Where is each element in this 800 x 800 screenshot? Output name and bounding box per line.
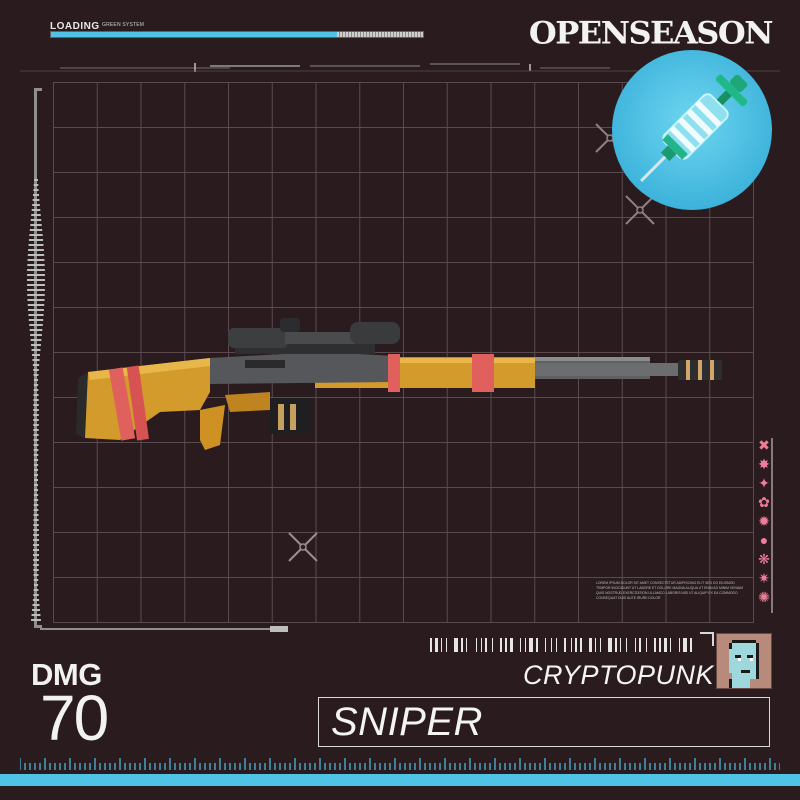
chevron-star-icon: ✷ (758, 570, 770, 586)
cross-mark-icon (288, 532, 318, 562)
cog-icon: ✹ (758, 513, 770, 529)
brand-title: OPENSEASON (528, 14, 774, 52)
fine-print-text: LOREM IPSUM DOLOR SIT AMET CONSECTETUR A… (596, 581, 743, 600)
dot-icon: ● (759, 532, 769, 548)
side-bracket (765, 438, 773, 613)
sniper-rifle-image (76, 318, 722, 450)
gear-flower-icon: ✿ (758, 494, 770, 510)
bottom-accent-bar (0, 774, 800, 786)
cryptopunk-avatar (716, 633, 772, 689)
syringe-icon (640, 74, 748, 182)
weapon-name: SNIPER (331, 700, 483, 744)
snowflake-icon: ❋ (758, 551, 770, 567)
loading-progress-fill (51, 32, 338, 37)
loading-progress-remaining (337, 32, 423, 37)
bottom-bracket (40, 626, 288, 632)
damage-value: 70 (40, 682, 109, 754)
loading-sublabel: GREEN SYSTEM (102, 22, 145, 28)
left-bracket (34, 88, 42, 628)
bottom-ruler (20, 758, 780, 770)
loading-progress-bar (50, 31, 424, 38)
weapon-name-box: SNIPER (318, 697, 770, 747)
side-icon-column: ✖ ✸ ✦ ✿ ✹ ● ❋ ✷ ✺ (752, 438, 776, 609)
loading-label: LOADING (50, 21, 100, 32)
burst-icon: ✸ (758, 456, 770, 472)
syringe-badge (612, 50, 772, 210)
barcode (430, 638, 692, 652)
sparkle-icon: ✦ (758, 475, 770, 491)
splat-icon: ✺ (758, 589, 770, 605)
damage-label: DMG (31, 657, 102, 692)
collection-name: CRYPTOPUNK (522, 660, 714, 690)
left-wave-meter (27, 179, 45, 621)
barcode-corner (700, 632, 714, 646)
cross-flower-icon: ✖ (758, 437, 770, 453)
